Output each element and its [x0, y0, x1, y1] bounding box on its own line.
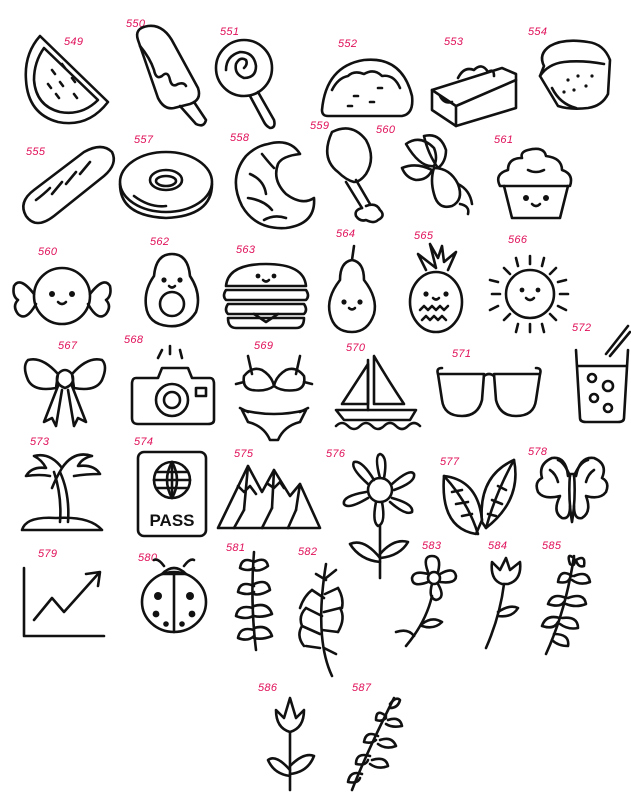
passport-icon: PASS	[136, 450, 208, 538]
label-568: 568	[124, 334, 144, 346]
chicken-leg-icon	[325, 127, 384, 224]
lollipop-icon	[214, 38, 276, 130]
leaves-icon	[442, 458, 517, 536]
tulip-bud-icon	[484, 556, 522, 650]
palm-island-icon	[20, 453, 104, 532]
label-559: 559	[310, 120, 330, 132]
bow-icon	[23, 358, 107, 428]
label-549: 549	[64, 36, 84, 48]
label-561: 561	[494, 134, 514, 146]
mountains-icon	[216, 464, 322, 530]
label-581: 581	[226, 542, 246, 554]
pie-slice-icon	[430, 65, 518, 128]
camera-icon	[130, 344, 216, 426]
label-586: 586	[258, 682, 278, 694]
donut-icon	[118, 150, 214, 220]
watermelon-icon	[24, 34, 110, 125]
label-563: 563	[236, 244, 256, 256]
avocado-icon	[144, 252, 200, 328]
croissant-icon	[234, 141, 316, 230]
label-564: 564	[336, 228, 356, 240]
taco-icon	[320, 58, 414, 118]
tulip-stem-icon	[266, 696, 316, 792]
label-566: 566	[508, 234, 528, 246]
growth-chart-icon	[22, 566, 106, 638]
label-567: 567	[58, 340, 78, 352]
label-555: 555	[26, 146, 46, 158]
label-580: 580	[138, 552, 158, 564]
label-578: 578	[528, 446, 548, 458]
label-582: 582	[298, 546, 318, 558]
bikini-icon	[234, 354, 314, 442]
label-557: 557	[134, 134, 154, 146]
label-553: 553	[444, 36, 464, 48]
label-552: 552	[338, 38, 358, 50]
leafy-sprig-icon	[540, 554, 592, 656]
label-554: 554	[528, 26, 548, 38]
label-569: 569	[254, 340, 274, 352]
pear-icon	[327, 244, 377, 334]
candy-icon	[12, 266, 112, 326]
label-550: 550	[126, 18, 146, 30]
five-petal-flower-icon	[394, 554, 458, 648]
label-571: 571	[452, 348, 472, 360]
sun-icon	[488, 254, 570, 334]
label-551: 551	[220, 26, 240, 38]
label-572: 572	[572, 322, 592, 334]
popsicle-icon	[135, 24, 208, 127]
passport-text: PASS	[149, 511, 194, 530]
ladybug-icon	[140, 558, 208, 634]
daisy-flower-icon	[342, 452, 416, 580]
label-573: 573	[30, 436, 50, 448]
label-585: 585	[542, 540, 562, 552]
leafy-branch-icon	[234, 550, 274, 652]
label-560b: 560	[38, 246, 58, 258]
label-570: 570	[346, 342, 366, 354]
label-562: 562	[150, 236, 170, 248]
burger-icon	[222, 262, 310, 330]
sunglasses-icon	[436, 366, 542, 418]
label-560a: 560	[376, 124, 396, 136]
baguette-icon	[22, 145, 116, 225]
label-565: 565	[414, 230, 434, 242]
label-574: 574	[134, 436, 154, 448]
label-575: 575	[234, 448, 254, 460]
label-579: 579	[38, 548, 58, 560]
label-577: 577	[440, 456, 460, 468]
label-587: 587	[352, 682, 372, 694]
olive-branch-icon	[346, 696, 404, 792]
label-576: 576	[326, 448, 346, 460]
fern-branch-icon	[298, 562, 344, 678]
label-584: 584	[488, 540, 508, 552]
sushi-roll-icon	[538, 39, 612, 110]
label-558: 558	[230, 132, 250, 144]
pineapple-icon	[408, 242, 464, 334]
drink-glass-icon	[574, 324, 631, 424]
sailboat-icon	[334, 354, 422, 431]
radish-icon	[400, 134, 474, 216]
cupcake-icon	[496, 147, 573, 220]
butterfly-icon	[535, 456, 609, 524]
label-583: 583	[422, 540, 442, 552]
